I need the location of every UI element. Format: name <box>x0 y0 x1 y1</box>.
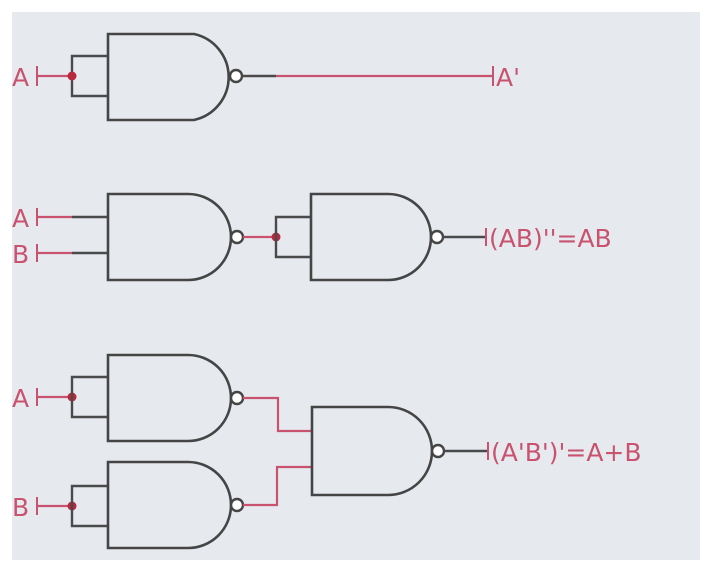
or-input-b-label: B <box>12 493 29 522</box>
or-input-b-split-wire <box>70 484 108 528</box>
not-gate-circuit: A A' <box>12 32 520 122</box>
not-output-label: A' <box>496 63 520 92</box>
and-gate-circuit: A B (AB)''=AB <box>12 192 612 282</box>
or-final-output-bubble <box>430 443 446 459</box>
not-output-bubble <box>228 68 244 84</box>
diagram-background <box>12 12 700 560</box>
or-input-a-label: A <box>12 384 29 413</box>
or-bottom-output-bubble <box>229 497 245 513</box>
and-input-a-label: A <box>12 204 29 233</box>
or-bottom-link-wire <box>243 465 312 507</box>
or-output-label: (A'B')'=A+B <box>491 438 642 467</box>
or-gate-circuit: A B (A'B')'=A+B <box>12 353 642 550</box>
not-junction-dot <box>67 71 77 81</box>
or-top-output-bubble <box>229 390 245 406</box>
not-input-split-wire <box>70 54 108 98</box>
and-second-split-wire <box>274 215 311 259</box>
and-first-output-bubble <box>229 229 245 245</box>
and-input-b-label: B <box>12 240 29 269</box>
not-input-a-label: A <box>12 63 29 92</box>
not-nand-gate <box>106 32 230 122</box>
and-output-label: (AB)''=AB <box>489 224 612 253</box>
and-second-output-bubble <box>429 229 445 245</box>
or-top-link-wire <box>243 396 312 433</box>
or-input-a-split-wire <box>70 375 108 419</box>
